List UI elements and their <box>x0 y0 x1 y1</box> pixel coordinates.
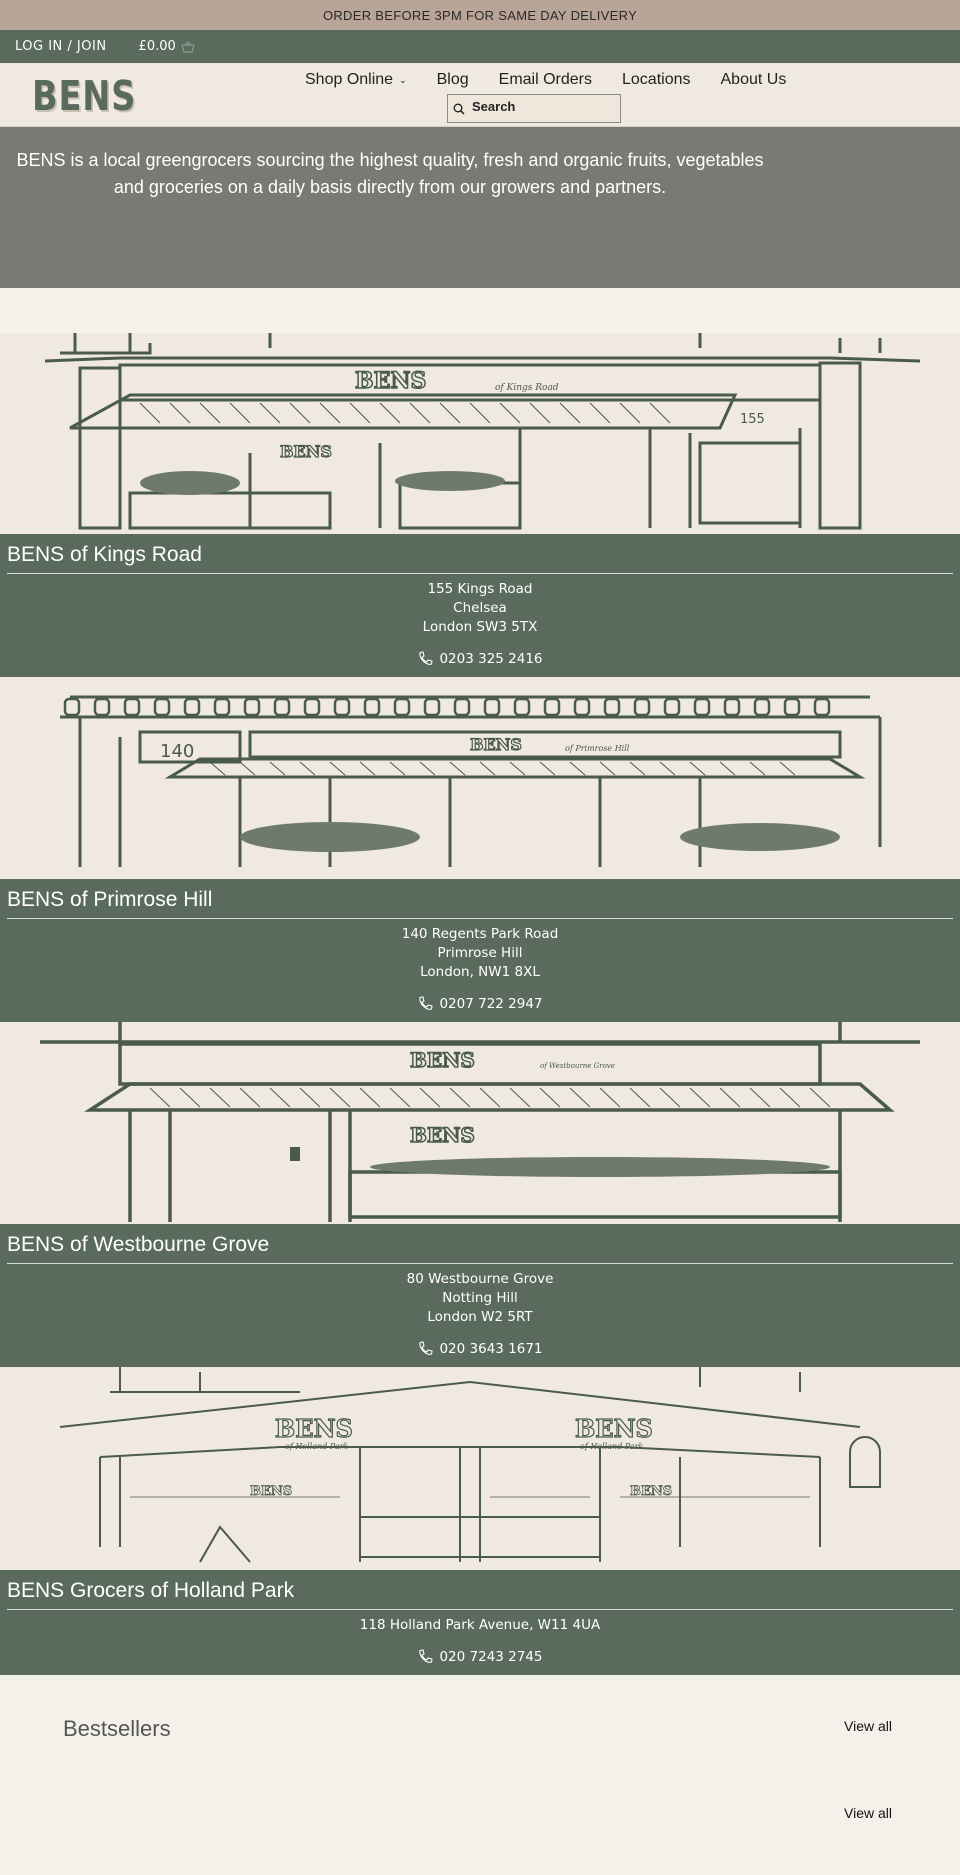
address-line: Primrose Hill <box>437 945 523 961</box>
bestsellers-section: Bestsellers View all View all <box>0 1675 960 1821</box>
sign-name: BENS <box>410 1048 475 1072</box>
store-card-westbourne-grove: BENS of Westbourne Grove 80 Westbourne G… <box>0 1224 960 1367</box>
store-card-primrose-hill: BENS of Primrose Hill 140 Regents Park R… <box>0 879 960 1022</box>
window-sign: BENS <box>250 1484 292 1499</box>
phone-number: 020 7243 2745 <box>439 1649 543 1665</box>
phone-icon <box>419 996 434 1010</box>
announcement-bar: ORDER BEFORE 3PM FOR SAME DAY DELIVERY <box>0 0 960 30</box>
intro-text: BENS is a local greengrocers sourcing th… <box>16 150 764 197</box>
sign-sub-2: of Holland Park <box>580 1442 643 1451</box>
sign-sub: of Kings Road <box>495 383 559 393</box>
nav-email-orders[interactable]: Email Orders <box>499 71 592 89</box>
sign-name: BENS <box>470 735 522 754</box>
phone-number: 0203 325 2416 <box>439 651 543 667</box>
window-sign: BENS <box>410 1123 475 1147</box>
store-phone[interactable]: 0203 325 2416 <box>7 637 953 677</box>
nav-blog-label: Blog <box>436 71 469 88</box>
address-line: 140 Regents Park Road <box>401 926 559 942</box>
westbourne-grove-storefront-illustration: BENS of Westbourne Grove BENS <box>0 1022 960 1224</box>
login-join-link[interactable]: LOG IN / JOIN <box>15 39 107 54</box>
search-input[interactable] <box>448 95 620 115</box>
phone-number: 0207 722 2947 <box>439 996 543 1012</box>
divider <box>7 1609 953 1610</box>
bens-logo[interactable]: BENS <box>32 72 137 120</box>
phone-number: 020 3643 1671 <box>439 1341 543 1357</box>
window-sign: BENS <box>280 442 332 461</box>
intro-banner: BENS is a local greengrocers sourcing th… <box>0 127 960 288</box>
phone-icon <box>419 1649 434 1663</box>
divider <box>7 1263 953 1264</box>
sign-sub: of Westbourne Grove <box>540 1062 615 1070</box>
chevron-down-icon: ⌄ <box>399 74 407 85</box>
address-line: London SW3 5TX <box>422 619 538 635</box>
nav-email-orders-label: Email Orders <box>498 71 592 88</box>
window-sign-2: BENS <box>630 1484 672 1499</box>
sign-name-2: BENS <box>575 1414 653 1443</box>
view-all-link-secondary[interactable]: View all <box>844 1805 892 1821</box>
address-line: Notting Hill <box>442 1290 518 1306</box>
nav-shop-online[interactable]: Shop Online ⌄ <box>305 71 407 89</box>
store-address: 140 Regents Park Road Primrose Hill Lond… <box>7 919 953 982</box>
bestsellers-title: Bestsellers <box>63 1716 171 1741</box>
nav-blog[interactable]: Blog <box>437 71 469 89</box>
store-card-holland-park: BENS Grocers of Holland Park 118 Holland… <box>0 1570 960 1675</box>
store-name: BENS of Primrose Hill <box>7 888 213 911</box>
section-spacer <box>0 288 960 333</box>
address-line: London W2 5RT <box>427 1309 533 1325</box>
nav-locations[interactable]: Locations <box>622 71 691 89</box>
sign-name: BENS <box>275 1414 353 1443</box>
nav-shop-online-label: Shop Online <box>305 71 394 88</box>
sign-name: BENS <box>355 368 426 394</box>
store-address: 80 Westbourne Grove Notting Hill London … <box>7 1264 953 1327</box>
street-number: 140 <box>160 741 194 762</box>
divider <box>7 573 953 574</box>
site-header: BENS Shop Online ⌄ Blog Email Orders Loc… <box>0 63 960 127</box>
account-bar: LOG IN / JOIN £0.00 <box>0 30 960 63</box>
store-phone[interactable]: 0207 722 2947 <box>7 982 953 1022</box>
basket-icon <box>180 40 195 53</box>
sign-sub: of Holland Park <box>285 1442 348 1451</box>
nav-about-us[interactable]: About Us <box>721 71 787 89</box>
store-name: BENS Grocers of Holland Park <box>7 1579 295 1602</box>
kings-road-storefront-illustration: BENS of Kings Road 155 BENS <box>0 333 960 534</box>
cart-link[interactable]: £0.00 <box>139 39 195 54</box>
store-card-kings-road: BENS of Kings Road 155 Kings Road Chelse… <box>0 534 960 677</box>
announcement-text: ORDER BEFORE 3PM FOR SAME DAY DELIVERY <box>322 7 638 23</box>
address-line: Chelsea <box>453 600 507 616</box>
divider <box>7 918 953 919</box>
street-number: 155 <box>740 412 765 427</box>
holland-park-storefront-illustration: BENS of Holland Park BENS of Holland Par… <box>0 1367 960 1570</box>
store-phone[interactable]: 020 7243 2745 <box>7 1635 953 1675</box>
phone-icon <box>419 1341 434 1355</box>
phone-icon <box>419 651 434 665</box>
search-icon <box>453 103 465 115</box>
search-box <box>447 94 621 123</box>
primrose-hill-storefront-illustration: 140 BENS of Primrose Hill <box>0 677 960 879</box>
store-address: 118 Holland Park Avenue, W11 4UA <box>7 1610 953 1635</box>
sign-sub: of Primrose Hill <box>565 744 630 753</box>
nav-about-us-label: About Us <box>720 71 787 88</box>
address-line: 118 Holland Park Avenue, W11 4UA <box>359 1617 601 1633</box>
address-line: London, NW1 8XL <box>420 964 540 980</box>
address-line: 155 Kings Road <box>427 581 533 597</box>
store-name: BENS of Kings Road <box>7 543 202 566</box>
main-nav: Shop Online ⌄ Blog Email Orders Location… <box>305 71 816 89</box>
store-phone[interactable]: 020 3643 1671 <box>7 1327 953 1367</box>
store-address: 155 Kings Road Chelsea London SW3 5TX <box>7 574 953 637</box>
nav-locations-label: Locations <box>622 71 691 88</box>
view-all-link[interactable]: View all <box>844 1718 892 1734</box>
cart-total: £0.00 <box>138 39 176 54</box>
address-line: 80 Westbourne Grove <box>406 1271 554 1287</box>
store-name: BENS of Westbourne Grove <box>7 1233 270 1256</box>
